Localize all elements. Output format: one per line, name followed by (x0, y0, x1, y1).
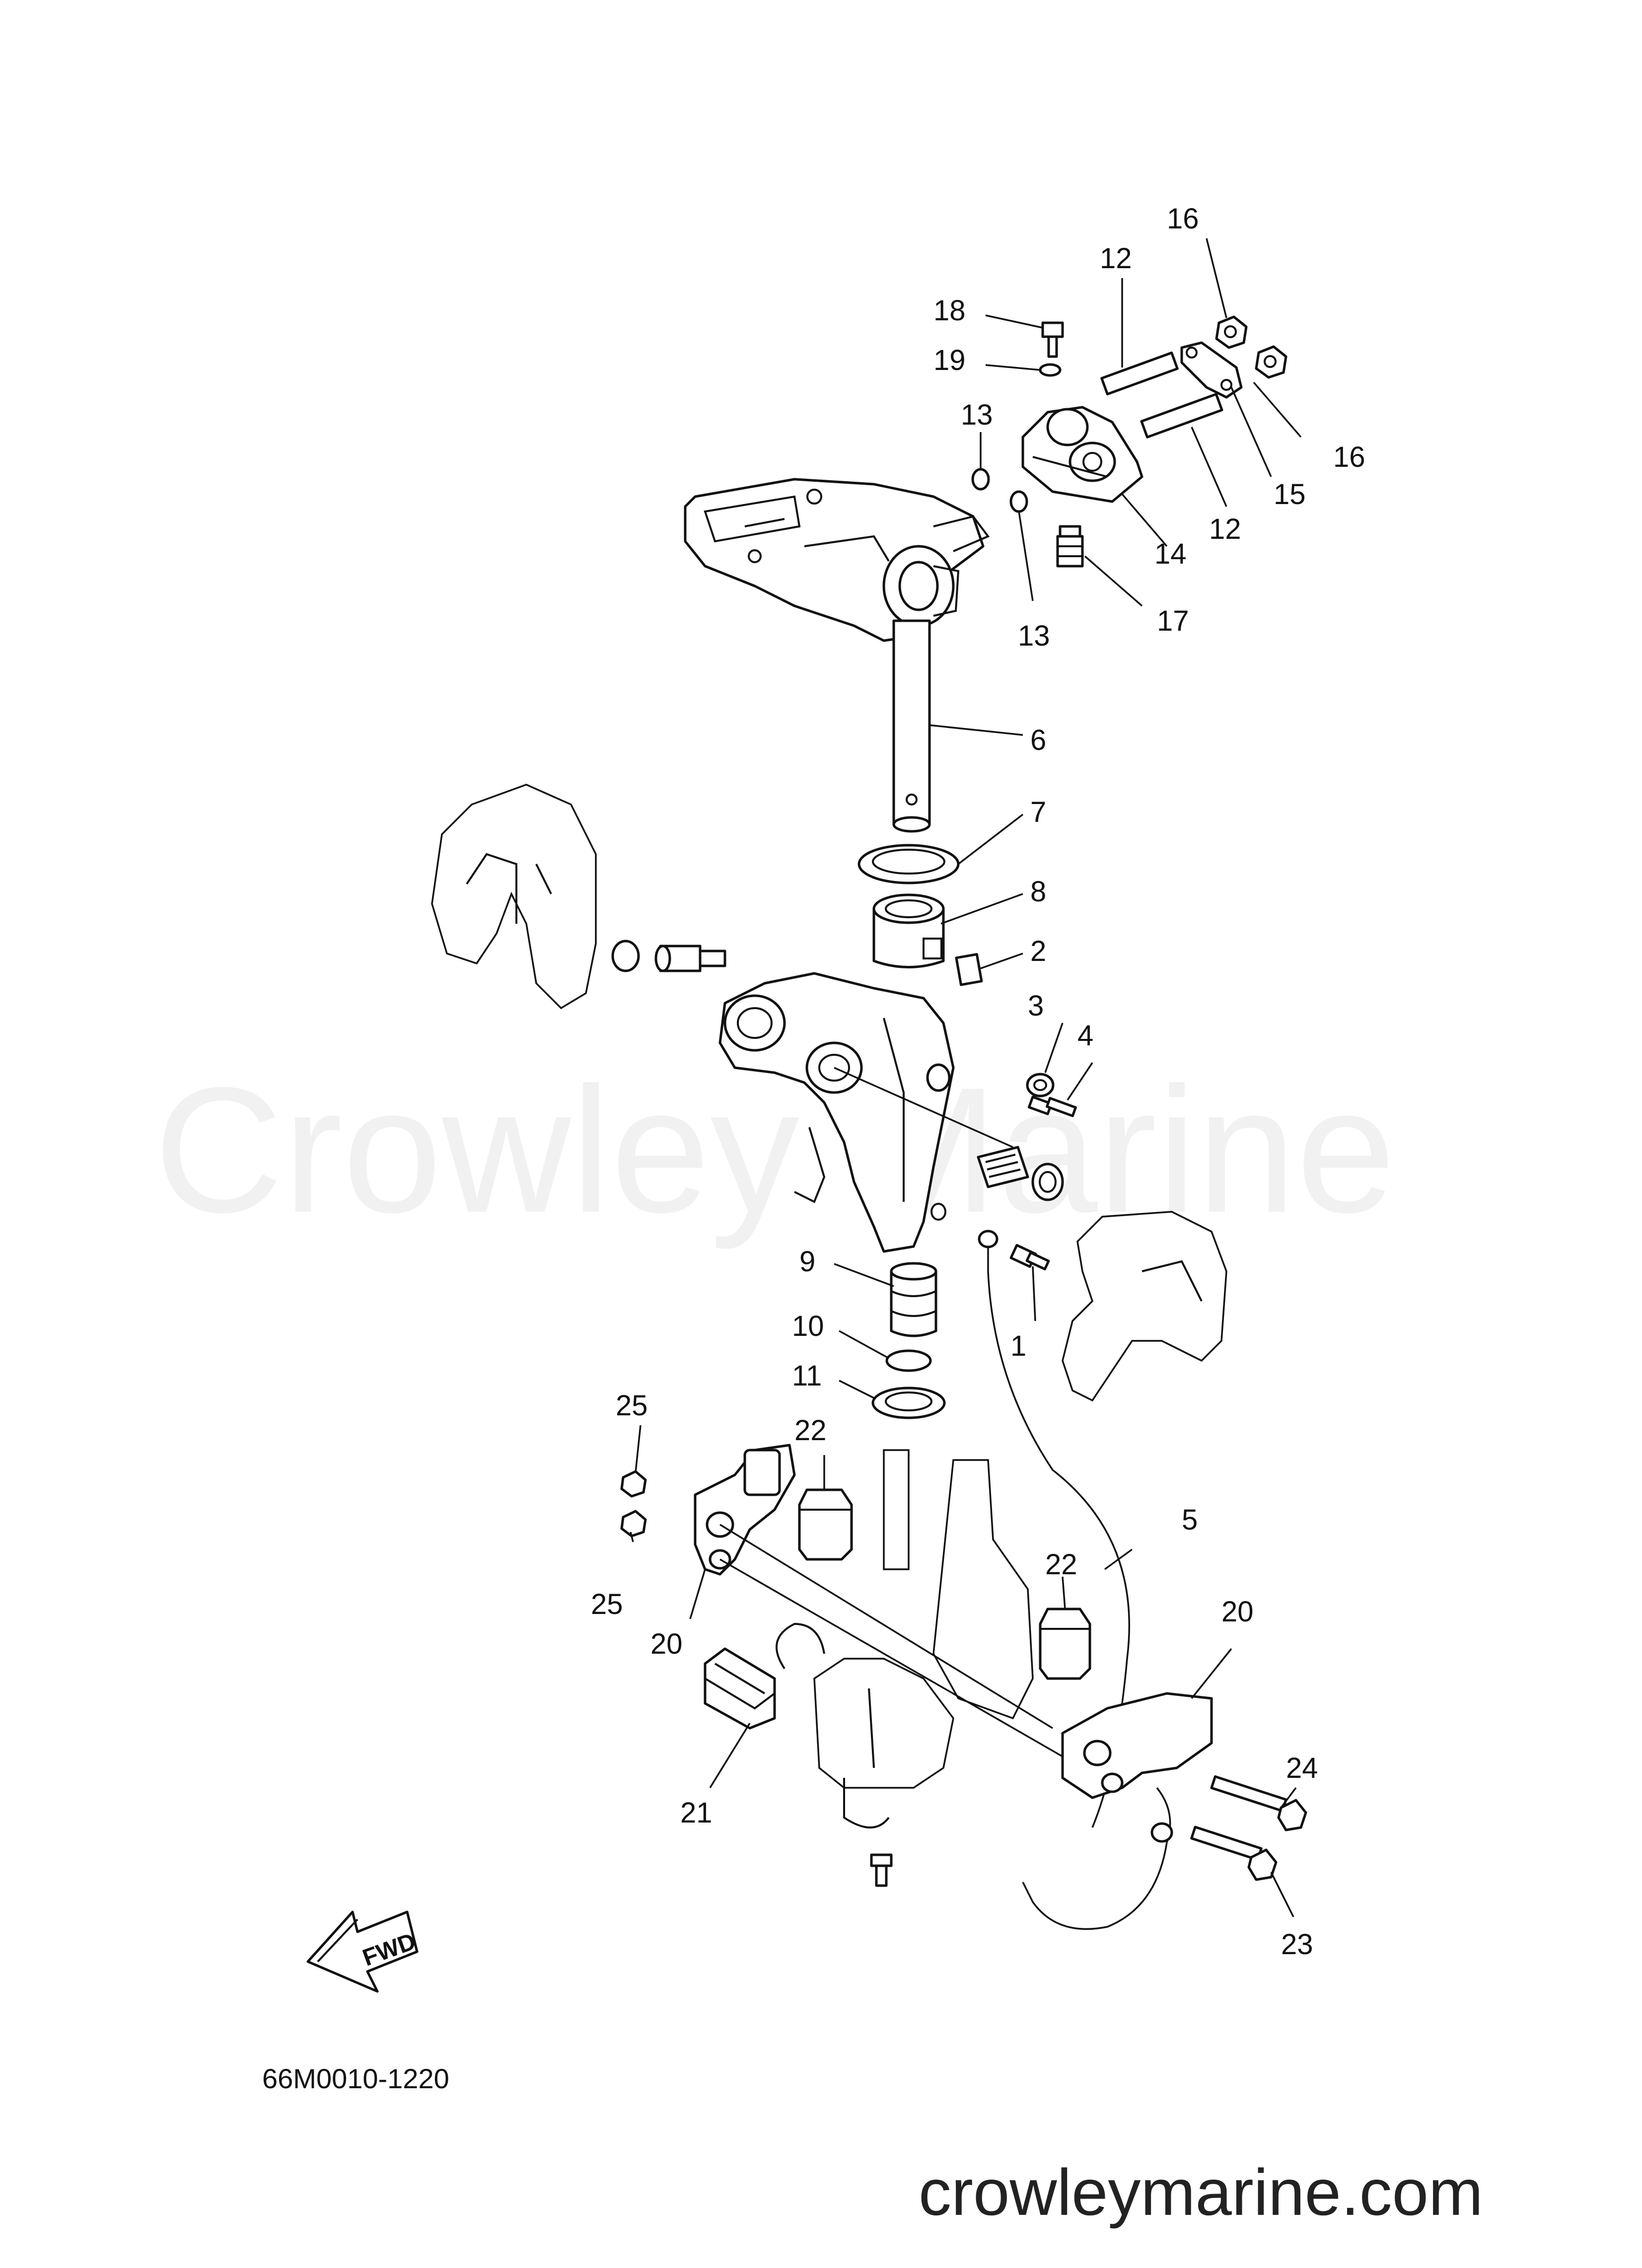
bolt-23-drawing (1190, 1826, 1278, 1881)
bolt-4-drawing (1027, 1096, 1077, 1117)
spring-left-drawing (611, 940, 726, 972)
callout-20a: 20 (650, 1628, 683, 1660)
leader-lines (630, 238, 1302, 1917)
lower-mount-20b-drawing (1061, 1692, 1213, 1799)
swivel-bracket-drawing (718, 972, 1013, 1253)
o-ring-10-drawing (885, 1349, 932, 1372)
callout-labels: 18 19 13 13 12 16 16 15 12 14 17 6 7 8 2… (591, 203, 1365, 1961)
clamp-bracket-left-ghost (431, 784, 597, 1010)
callout-1: 1 (1010, 1330, 1026, 1362)
callout-20b: 20 (1221, 1596, 1254, 1628)
callout-8: 8 (1030, 876, 1046, 908)
callout-9: 9 (799, 1245, 815, 1278)
watermark-text: Crowley Marine (154, 1050, 1396, 1251)
bolt-24-drawing (1210, 1775, 1307, 1831)
site-url: crowleymarine.com (919, 2156, 1483, 2229)
washer-19-drawing (1039, 363, 1062, 377)
callout-22b: 22 (1045, 1548, 1077, 1581)
nut-16a-drawing (1215, 315, 1248, 349)
bushing-drawing (872, 893, 945, 968)
collar-3-drawing (1026, 1073, 1055, 1097)
callout-6: 6 (1030, 724, 1046, 756)
grease-nipple-17-drawing (1056, 525, 1084, 568)
stud-12a-drawing (1100, 351, 1179, 396)
fwd-arrow: FWD (306, 1910, 419, 1993)
callout-13a: 13 (961, 399, 993, 431)
nut-25a-drawing (620, 1470, 647, 1498)
top-bracket-drawing (1021, 406, 1143, 503)
screw-bottom-drawing (870, 1853, 893, 1887)
plate-drawing (955, 953, 983, 986)
callout-23: 23 (1281, 1928, 1313, 1961)
damper-9-drawing (890, 1262, 937, 1337)
nut-25b-drawing (620, 1510, 647, 1537)
bolt-18-drawing (1041, 321, 1064, 358)
damper-22b-drawing (1039, 1608, 1091, 1680)
callout-16a: 16 (1167, 203, 1199, 235)
callout-17: 17 (1157, 605, 1189, 637)
callout-12a: 12 (1100, 242, 1132, 275)
callout-18: 18 (933, 294, 966, 327)
spring-right-drawing (977, 1146, 1064, 1201)
callout-19: 19 (933, 344, 966, 376)
damper-22a-drawing (798, 1488, 853, 1561)
lower-mount-20a-drawing (694, 1444, 1083, 1769)
callout-22a: 22 (794, 1414, 827, 1447)
callout-25b: 25 (591, 1588, 623, 1620)
steering-shaft-drawing (892, 619, 931, 833)
lower-unit-ghost (776, 1449, 1034, 1829)
callout-21: 21 (680, 1797, 713, 1829)
callout-12b: 12 (1209, 513, 1241, 545)
callout-7: 7 (1030, 796, 1046, 828)
callout-11: 11 (792, 1360, 822, 1392)
callout-4: 4 (1077, 1020, 1093, 1052)
seal-11-drawing (871, 1387, 946, 1419)
callout-10: 10 (792, 1310, 824, 1342)
clamp-bracket-right-ghost (1062, 1211, 1227, 1402)
callout-24: 24 (1286, 1752, 1318, 1784)
callout-2: 2 (1030, 935, 1046, 967)
callout-25a: 25 (616, 1390, 648, 1422)
bushing-ring-drawing (857, 844, 960, 884)
stud-12b-drawing (1140, 393, 1223, 439)
bolt-1-drawing (1009, 1244, 1050, 1271)
damper-21-drawing (704, 1647, 776, 1730)
diagram-code: 66M0010-1220 (262, 2063, 449, 2094)
washer-13b-drawing (1009, 490, 1028, 513)
nut-16b-drawing (1255, 345, 1287, 379)
callout-15: 15 (1274, 478, 1306, 511)
callout-3: 3 (1028, 990, 1044, 1022)
callout-14: 14 (1154, 538, 1187, 570)
callout-13b: 13 (1018, 620, 1050, 652)
callout-16b: 16 (1333, 441, 1365, 473)
callout-5: 5 (1182, 1504, 1198, 1536)
steering-bracket-drawing (684, 478, 990, 642)
washer-13a-drawing (971, 468, 990, 491)
